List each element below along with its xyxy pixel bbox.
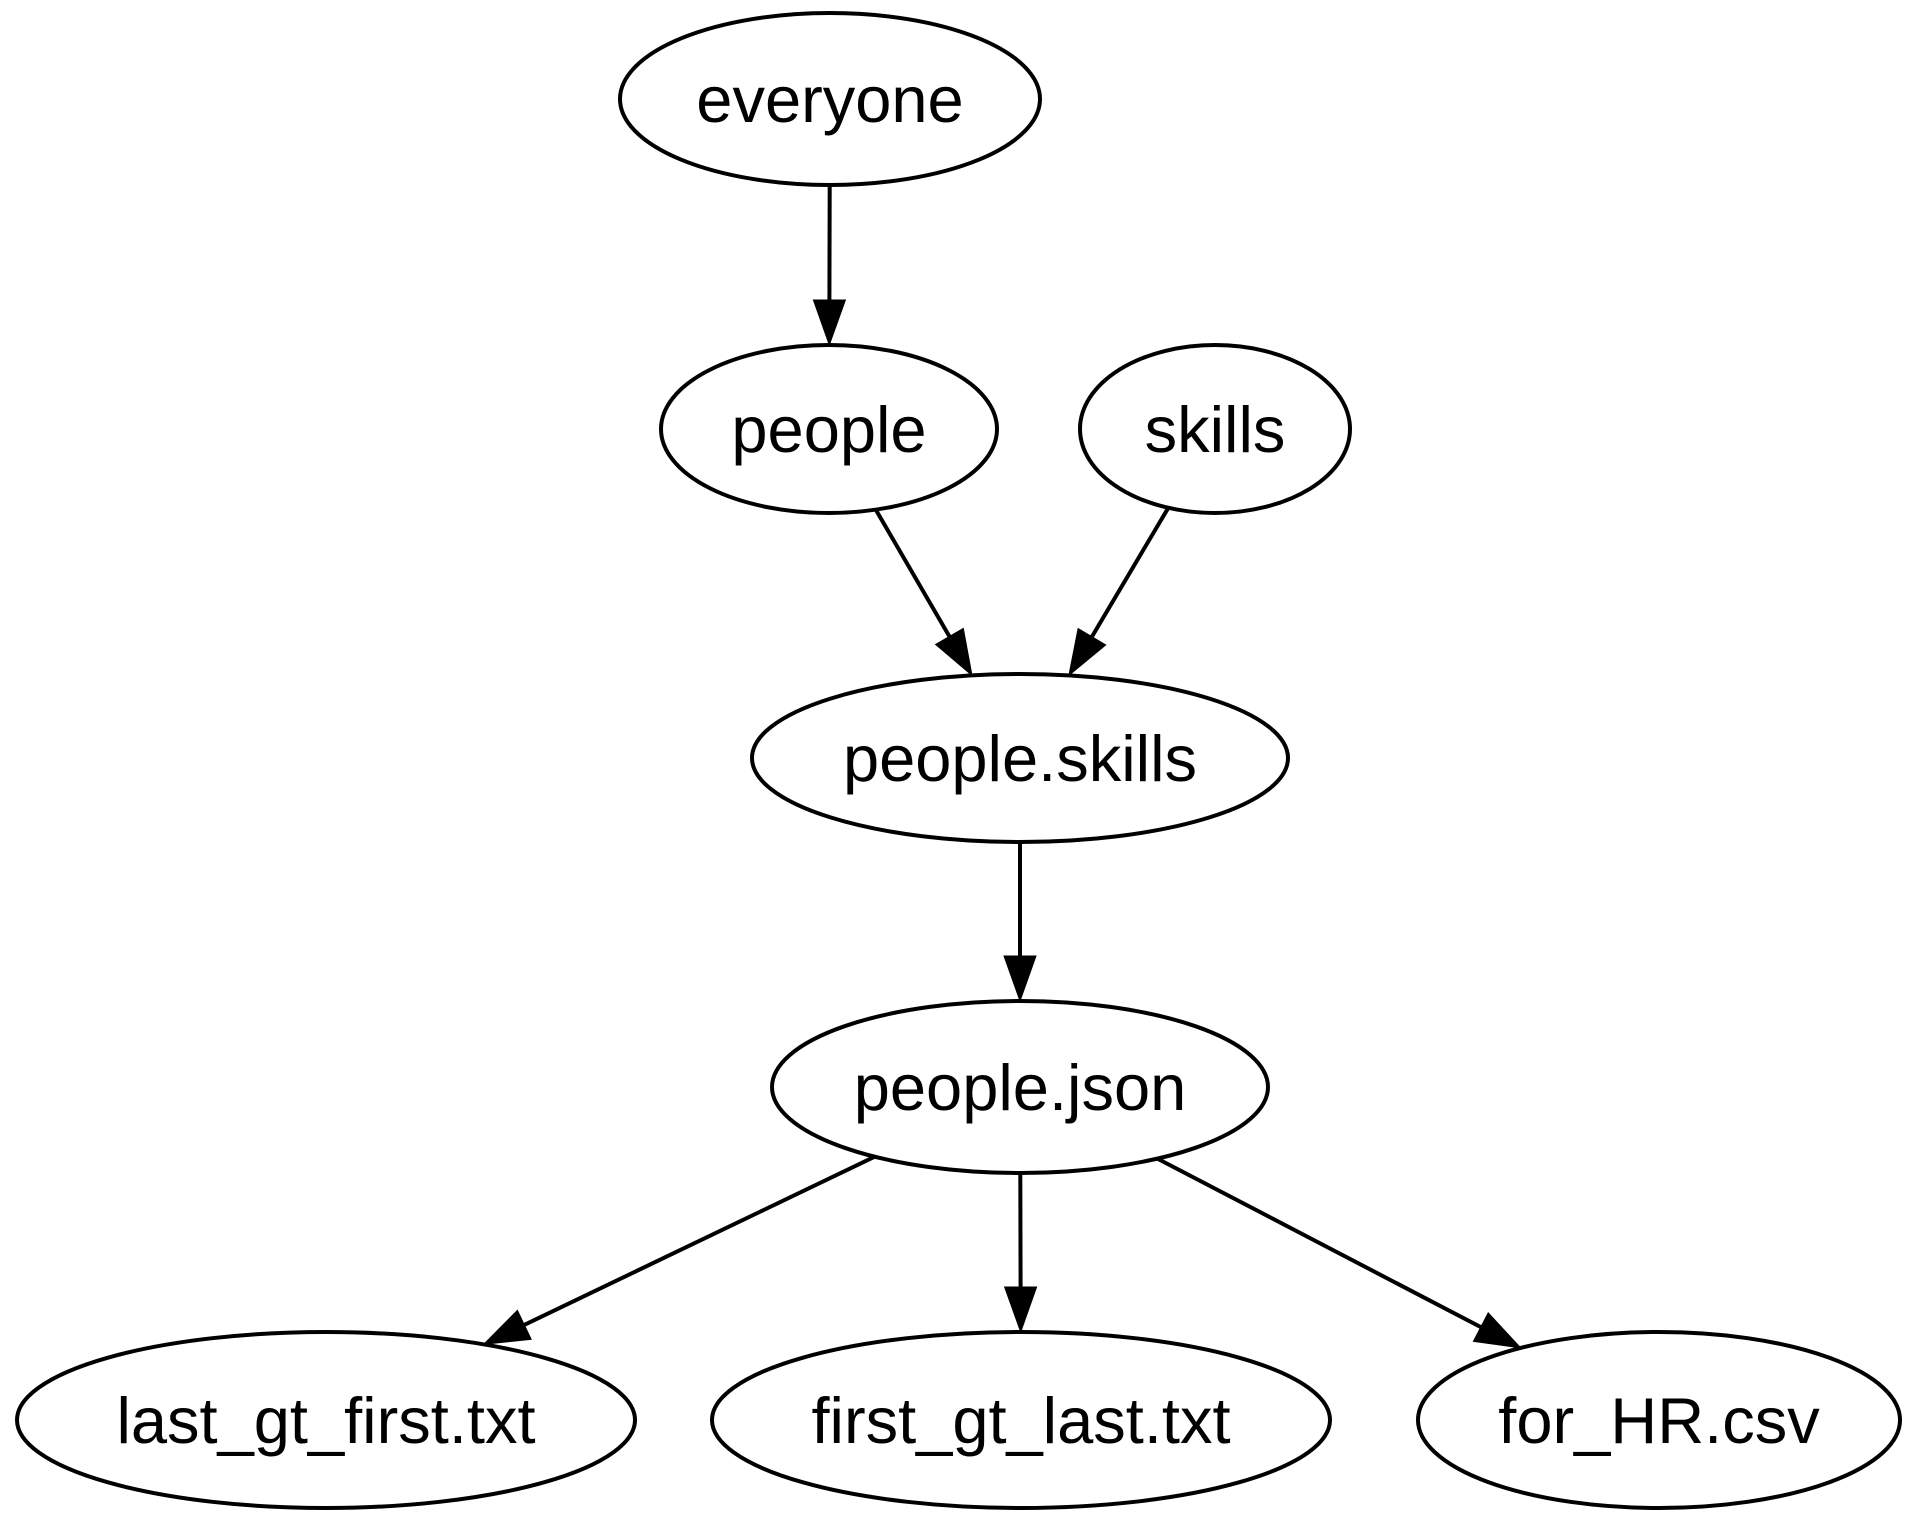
edge-people-json-to-for-hr-csv (1156, 1156, 1523, 1349)
node-label-everyone: everyone (696, 63, 963, 136)
arrowhead-icon (482, 1309, 532, 1345)
arrowhead-icon (812, 299, 847, 347)
node-ellipse-everyone (618, 11, 1042, 187)
node-ellipse-people-json (770, 999, 1270, 1175)
arrowhead-icon (934, 627, 973, 677)
node-ellipse-first-gt-last-txt (710, 1330, 1332, 1510)
node-label-first-gt-last-txt: first_gt_last.txt (811, 1384, 1230, 1457)
edge-line (1088, 506, 1171, 641)
arrowhead-icon (1068, 627, 1107, 677)
edge-line (1156, 1156, 1485, 1331)
edge-skills-to-people-skills (1068, 506, 1171, 677)
arrowhead-icon (1003, 1286, 1038, 1334)
node-label-people-json: people.json (854, 1051, 1187, 1124)
node-label-people-skills: people.skills (843, 722, 1197, 795)
node-for-hr-csv: for_HR.csv (1416, 1330, 1902, 1510)
edge-people-json-to-first-gt-last-txt (1003, 1172, 1038, 1334)
node-first-gt-last-txt: first_gt_last.txt (710, 1330, 1332, 1510)
node-people: people (659, 343, 999, 515)
node-label-people: people (731, 393, 926, 466)
edge-everyone-to-people (812, 184, 847, 347)
arrowhead-icon (1003, 955, 1037, 1003)
edge-people-to-people-skills (874, 508, 973, 677)
node-label-for-hr-csv: for_HR.csv (1498, 1384, 1820, 1457)
edge-people-json-to-last-gt-first-txt (482, 1154, 876, 1345)
node-people-json: people.json (770, 999, 1270, 1175)
node-people-skills: people.skills (750, 672, 1290, 844)
edge-people-skills-to-people-json (1003, 842, 1037, 1003)
node-ellipse-last-gt-first-txt (15, 1330, 637, 1510)
node-ellipse-for-hr-csv (1416, 1330, 1902, 1510)
node-ellipse-people-skills (750, 672, 1290, 844)
node-skills: skills (1078, 343, 1352, 515)
arrowhead-icon (1472, 1312, 1523, 1349)
node-everyone: everyone (618, 11, 1042, 187)
edge-line (520, 1154, 876, 1329)
node-ellipse-skills (1078, 343, 1352, 515)
node-ellipse-people (659, 343, 999, 515)
node-last-gt-first-txt: last_gt_first.txt (15, 1330, 637, 1510)
edge-line (874, 508, 953, 641)
node-label-last-gt-first-txt: last_gt_first.txt (116, 1384, 535, 1457)
node-label-skills: skills (1145, 393, 1286, 466)
